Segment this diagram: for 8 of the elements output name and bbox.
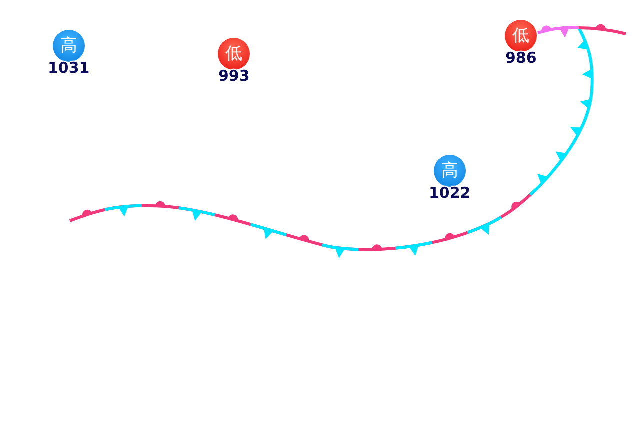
pressure-value: 1031 <box>48 60 90 76</box>
pressure-value: 986 <box>506 50 537 66</box>
pressure-value: 1022 <box>429 185 471 201</box>
high-pressure-marker: 高 <box>434 155 466 187</box>
low-pressure-marker: 低 <box>218 38 250 70</box>
pressure-value: 993 <box>218 68 250 84</box>
low-pressure-marker: 低 <box>505 20 537 52</box>
high-pressure-marker: 高 <box>53 30 85 62</box>
